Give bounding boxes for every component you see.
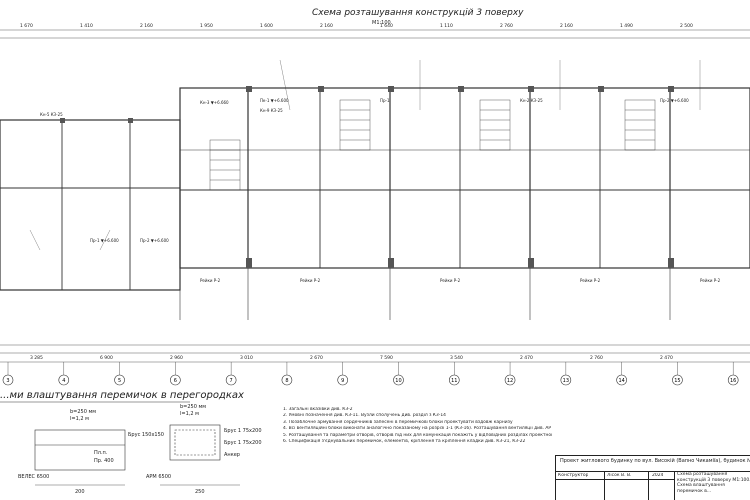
dimension-bottom: 2 760: [590, 356, 603, 361]
axis-number: 11: [451, 378, 457, 384]
note-item: 2. Умовні позначення див. КЗ-11. Вузли с…: [283, 413, 446, 419]
note-item: 5. Розташування та параметри отворів, от…: [283, 432, 553, 438]
dimension-top: 1 950: [200, 24, 213, 29]
detail1-width: b=250 мм: [70, 409, 97, 415]
note-item: 1. Загальні вказівки див. КЗ-2: [283, 407, 353, 412]
axis-number: 9: [341, 378, 344, 384]
detail2-label-d: АРМ 6500: [146, 474, 172, 480]
axis-number: 13: [563, 378, 569, 384]
detail1-label-c: Пр. 400: [94, 458, 114, 464]
dimension-top: 1 110: [440, 24, 453, 29]
lintel-label: Кн-5 КЗ-25: [40, 112, 63, 117]
dimension-top: 1 600: [260, 24, 273, 29]
detail2-dim: 250: [195, 489, 205, 495]
title-block-year: 2024: [652, 473, 664, 478]
axis-number: 8: [285, 378, 288, 384]
dimension-bottom: 2 470: [520, 356, 533, 361]
title-block-name: Лісок В. В.: [607, 473, 632, 478]
detail2-label-b: Брус 1 75х200: [224, 440, 262, 446]
dimension-bottom: 2 470: [660, 356, 673, 361]
axis-number: 15: [674, 378, 680, 384]
lintel-label: Кн-2 КЗ-25: [520, 98, 543, 103]
lintel-label: Пр-2 ▼+6.600: [140, 238, 169, 243]
detail2-length: l=1,2 м: [180, 411, 199, 417]
dimension-bottom: 6 900: [100, 356, 113, 361]
axis-number: 6: [174, 378, 177, 384]
detail1-dim: 200: [75, 489, 85, 495]
dimension-bottom: 3 540: [450, 356, 463, 361]
dimension-top: 1 670: [20, 24, 33, 29]
detail1-length: l=1,2 м: [70, 416, 89, 422]
detail2-width: b=250 мм: [180, 404, 207, 410]
axis-number: 16: [730, 378, 736, 384]
lintel-label: Кн-9 КЗ-25: [260, 108, 283, 113]
axis-number: 5: [118, 378, 121, 384]
axis-markers: 3 4 5 6 7 8 9 10 11 12 13 14 15 16: [2, 362, 739, 386]
drawing-scale: М1:100: [372, 20, 391, 26]
dimension-top: 1 490: [620, 24, 633, 29]
dimension-top: 2 500: [680, 24, 693, 29]
detail1-label-d: ВЕЛЕС 6500: [18, 474, 50, 480]
note-item: 4. Всі вентиляційні блоки виконати анало…: [283, 426, 552, 432]
axis-number: 4: [62, 378, 65, 384]
dimension-bottom: 3 285: [30, 356, 43, 361]
lintel-label: Пр-2 ▼+6.600: [660, 98, 689, 103]
dimension-top: 1 640: [380, 24, 393, 29]
axis-number: 3: [6, 378, 9, 384]
dimension-bottom: 7 590: [380, 356, 393, 361]
lintel-label: Рейки Р-2: [700, 278, 721, 283]
dimension-top: 2 160: [140, 24, 153, 29]
axis-number: 7: [230, 378, 233, 384]
lintel-label: Пр-1 ▼+6.600: [90, 238, 119, 243]
lintel-label: Кн-3 ▼+6.660: [200, 100, 229, 105]
title-block-project: Проект житлового будинку по вул. Високій…: [560, 458, 750, 464]
dimension-bottom: 2 960: [170, 356, 183, 361]
note-item: 3. Позаблочне армування сердечників запе…: [283, 419, 513, 425]
axis-number: 14: [618, 378, 624, 384]
detail2-label-c: Анкер: [224, 452, 240, 458]
detail1-label-a: Брус 150х150: [128, 432, 164, 438]
lintel-label: Пк-1 ▼+6.600: [260, 98, 289, 103]
dimension-top: 1 410: [80, 24, 93, 29]
axis-number: 12: [507, 378, 513, 384]
detail1-label-b: Пл.п.: [94, 450, 108, 456]
note-item: 6. Специфікація з'єднувальних перемичок,…: [283, 439, 526, 445]
dimension-top: 2 760: [500, 24, 513, 29]
dimension-top: 2 160: [320, 24, 333, 29]
detail2-label-a: Брус 1 75х200: [224, 428, 262, 434]
lintel-label: Пр-1: [380, 98, 390, 103]
dimension-bottom: 2 670: [310, 356, 323, 361]
lintel-label: Рейки Р-2: [580, 278, 601, 283]
lintel-label: Рейки Р-2: [300, 278, 321, 283]
lintel-section-title: ...ми влаштування перемичок в перегородк…: [0, 390, 244, 401]
title-block: Проект житлового будинку по вул. Високій…: [555, 455, 750, 500]
dimension-bottom: 3 010: [240, 356, 253, 361]
dimension-top: 2 160: [560, 24, 573, 29]
title-block-role: Конструктор: [558, 473, 589, 478]
lintel-label: Рейки Р-2: [440, 278, 461, 283]
drawing-title: Схема розташування конструкцій 3 поверху: [312, 8, 524, 18]
lintel-label: Рейки Р-2: [200, 278, 221, 283]
title-block-sheet-title: Схема розташування конструкцій 3 поверху…: [677, 472, 750, 494]
axis-number: 10: [395, 378, 401, 384]
